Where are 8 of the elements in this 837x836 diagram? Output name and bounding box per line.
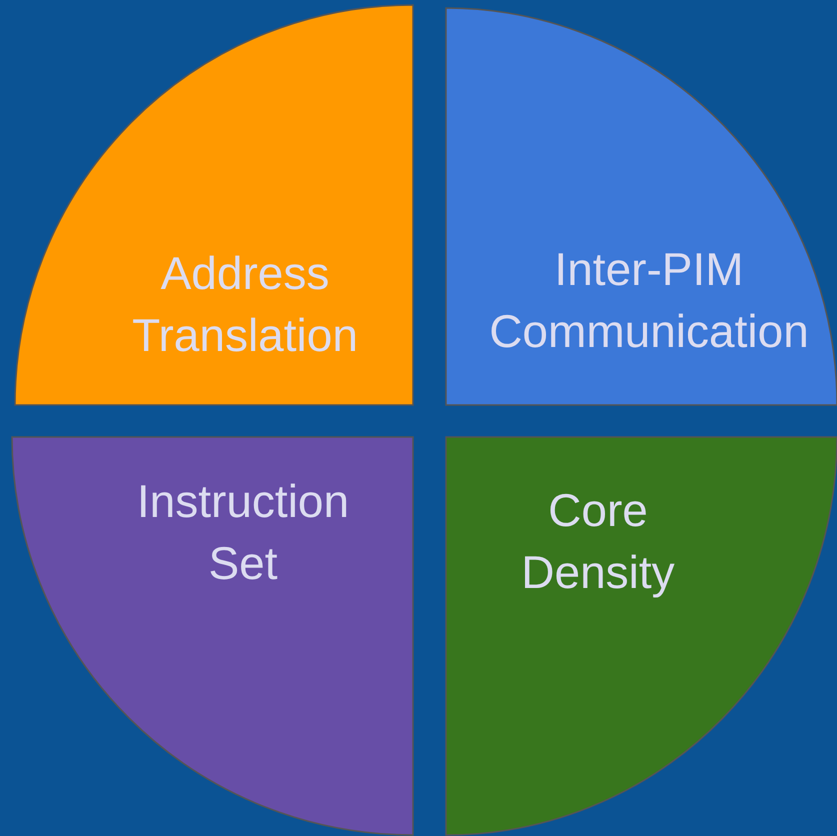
quarter-circle-segment: [15, 5, 413, 405]
quarter-circle-segment: [446, 8, 837, 405]
segment-label: Address Translation: [131, 246, 359, 363]
quarter-circle-segment: [446, 437, 837, 835]
segment-label: Instruction Set: [136, 474, 350, 591]
segment-label: Core Density: [520, 483, 676, 600]
quarter-circle-segment: [12, 437, 413, 835]
segment-label: Inter-PIM Communication: [488, 242, 810, 359]
